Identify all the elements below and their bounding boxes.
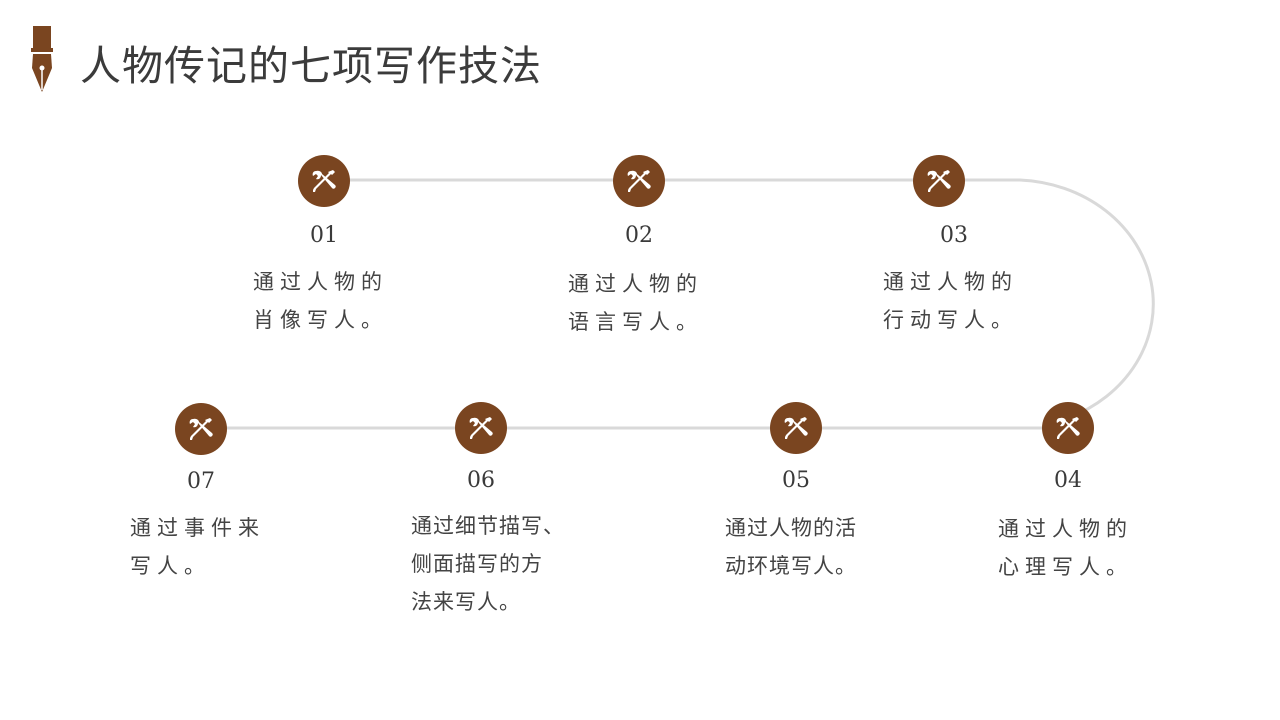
step-06-text: 通过细节描写、 侧面描写的方 法来写人。	[411, 514, 565, 614]
step-03-number: 03	[940, 223, 968, 248]
step-01-text: 通过人物的 肖像写人。	[253, 270, 388, 332]
step-02-number: 02	[625, 223, 653, 248]
tools-icon	[627, 170, 651, 192]
step-05-node	[770, 402, 822, 454]
step-06-number: 06	[467, 468, 495, 493]
step-07-node	[175, 403, 227, 455]
step-04-node	[1042, 402, 1094, 454]
step-05-text: 通过人物的活 动环境写人。	[725, 516, 857, 578]
tools-icon	[469, 417, 493, 439]
step-04-text: 通过人物的 心理写人。	[998, 517, 1133, 579]
tools-icon	[784, 417, 808, 439]
step-07-number: 07	[187, 469, 215, 494]
step-07-text: 通过事件来 写人。	[130, 516, 265, 578]
step-05-number: 05	[782, 468, 810, 493]
page-title: 人物传记的七项写作技法	[80, 42, 542, 90]
tools-icon	[1056, 417, 1080, 439]
step-04-number: 04	[1054, 468, 1082, 493]
fountain-pen-icon	[31, 26, 53, 92]
step-02-text: 通过人物的 语言写人。	[568, 272, 703, 334]
step-01-node	[298, 155, 350, 207]
tools-icon	[312, 170, 336, 192]
tools-icon	[927, 170, 951, 192]
step-03-node	[913, 155, 965, 207]
tools-icon	[189, 418, 213, 440]
step-06-node	[455, 402, 507, 454]
step-03-text: 通过人物的 行动写人。	[883, 270, 1018, 332]
step-02-node	[613, 155, 665, 207]
step-01-number: 01	[310, 223, 338, 248]
